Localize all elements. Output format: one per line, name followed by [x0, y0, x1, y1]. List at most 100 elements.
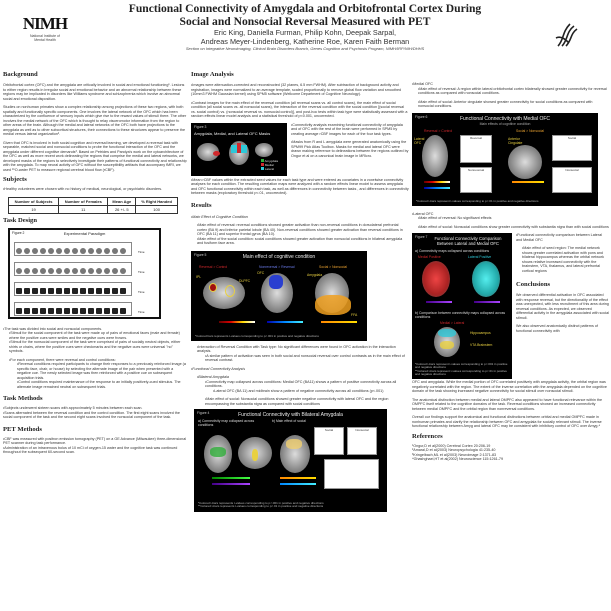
object-stimulus [32, 307, 38, 314]
scatter-plot-nonsocial: Nonsocial [347, 427, 377, 455]
scatter-plot-social: Social [552, 134, 592, 161]
figure-3-side-text: •Connectivity analysis examining functio… [291, 123, 409, 176]
time-label: Time [138, 289, 145, 294]
region-label: DLPFC [239, 278, 251, 283]
task-methods-text: •Subjects underwent sixteen scans with a… [3, 406, 188, 420]
figure-note: *Colored bars represents t-values corres… [195, 333, 319, 338]
paragraph: •Connectivity analysis examining functio… [291, 122, 403, 136]
panel-label: b) Comparison between connectivity maps … [415, 311, 506, 319]
table-cell: 100 [135, 204, 178, 214]
bullet: •For each component, there were reversal… [9, 357, 116, 362]
figure-7: Figure 7 Functional Connectivity Compari… [412, 233, 512, 379]
hhs-seal-icon [550, 18, 582, 50]
table-header: Mean Age [107, 196, 137, 206]
face-stimulus [104, 247, 110, 254]
panel-label: Nonreversal > Reversal [259, 264, 295, 269]
face-stimulus [56, 247, 62, 254]
panel-label: Medial > Lateral [440, 321, 465, 325]
authors: Eric King, Daniella Furman, Philip Kohn,… [213, 28, 397, 37]
colorbar [512, 180, 544, 183]
poster-title: Functional Connectivity of Amygdala and … [128, 2, 482, 15]
colorbar [426, 301, 452, 303]
legend-amygdala: Amygdala [264, 158, 279, 163]
plot-title: Social [324, 428, 334, 432]
figure-label: Figure 3 [194, 124, 207, 129]
face-stimulus [96, 267, 102, 274]
panel-label: Medial Positive [418, 255, 441, 259]
face-stimulus [32, 267, 38, 274]
left-column: Background Orbitofrontal cortex (OFC) an… [3, 71, 188, 455]
colorbar [321, 320, 357, 323]
bullet: •A similar pattern of activation was see… [205, 353, 405, 363]
image-analysis-text: •Images were attenuation-corrected and r… [191, 83, 409, 119]
plot-title: Nonsocial [355, 428, 369, 432]
panel-label: Reversal > Control [424, 128, 453, 133]
figure-6: Figure 6 Functional Connectivity with Me… [412, 112, 598, 206]
region-label: VTA Brainstem [470, 343, 493, 347]
region-label: OFC [257, 270, 265, 275]
figure-note: **Colored t-bars represents t-values cor… [198, 504, 324, 509]
paragraph: We also observed anatomically distinct p… [516, 324, 598, 333]
figure-notes: *Colored t-bars represents t-values corr… [198, 501, 324, 509]
background-para: Studies on nonhuman primates show a comp… [3, 105, 187, 136]
panel-label: Social > Nonsocial [319, 264, 347, 269]
bullet: •Main effect of reversal: A region withi… [418, 86, 607, 96]
paradigm-row [14, 261, 132, 276]
region-label: FFA [351, 312, 358, 317]
time-label: Time [138, 269, 145, 274]
task-methods-heading: Task Methods [3, 395, 43, 402]
figure-title: Functional Connectivity with Medial OFC [459, 115, 551, 122]
face-stimulus [48, 247, 54, 254]
object-stimulus [40, 287, 46, 294]
figure-note: *Colored t-bars represent t-values corre… [416, 198, 539, 203]
table-cell: 11 [58, 204, 109, 214]
object-stimulus [24, 287, 30, 294]
object-stimulus [64, 307, 70, 314]
object-stimulus [72, 287, 78, 294]
medial-ofc-text: •Medial OFC •Main effect of reversal: A … [412, 82, 609, 109]
face-stimulus [72, 267, 78, 274]
box-plot [324, 459, 379, 489]
subjects-heading: Subjects [3, 176, 27, 183]
figure-label: Figure 4 [197, 411, 210, 415]
colorbar [280, 483, 316, 485]
bullet: •Main effect of social: Nonsocial condit… [205, 397, 389, 406]
plot-title: Nonsocial [565, 167, 579, 172]
subheading: •Bilateral Amygdala [197, 375, 229, 379]
figure-title: Functional Connectivity Comparison Betwe… [434, 236, 502, 246]
scatter-plot-social: Social [314, 427, 344, 455]
object-stimulus [112, 287, 118, 294]
pet-methods-heading: PET Methods [3, 425, 42, 433]
figure-3: Figure 3 Amygdala, Medial, and Lateral O… [191, 122, 287, 176]
subheading: •Main Effect of Cognitive Condition [191, 214, 248, 219]
colorbar [267, 320, 303, 323]
bullet: •The task was divided into social and no… [3, 326, 103, 331]
references-list: ¹Ongur,D et al(2000) Cerebral Cortex 20:… [412, 444, 609, 462]
panel-label: a) Connectivity maps collapsed across co… [415, 249, 490, 253]
legend-lateral: Lateral [264, 166, 275, 171]
figure-7-side: •Functional connectivity comparison betw… [516, 233, 609, 379]
results-text: •Main Effect of Cognitive Condition •Mai… [191, 215, 409, 246]
paragraph: •Masks from R and L amygdala were genera… [291, 140, 409, 158]
face-stimulus [112, 267, 118, 274]
subheading: •Functional connectivity comparison betw… [516, 233, 602, 242]
object-stimulus [112, 307, 118, 314]
bullet: •Scans alternated between the reversal c… [3, 410, 180, 420]
bullet: •Main effect of the social condition: so… [197, 236, 403, 246]
time-label: Time [138, 249, 145, 254]
face-stimulus [64, 267, 70, 274]
paragraph: •Images were attenuation-corrected and r… [191, 83, 402, 96]
face-stimulus [64, 247, 70, 254]
face-stimulus [24, 267, 30, 274]
bullet: •Subjects underwent sixteen scans with a… [3, 406, 143, 410]
legend-medial: Medial [264, 162, 274, 167]
figure-subtitle: Main effects of cognitive condition [479, 121, 531, 126]
logo-text: NIMH [22, 14, 68, 33]
figure-note: **Colored t-bars represent t-values corr… [415, 368, 507, 377]
face-stimulus [40, 267, 46, 274]
colorbar [424, 180, 450, 183]
plot-title: Nonreversal [467, 167, 485, 172]
colorbar [424, 186, 450, 189]
conclusions-heading: Conclusions [516, 281, 551, 288]
